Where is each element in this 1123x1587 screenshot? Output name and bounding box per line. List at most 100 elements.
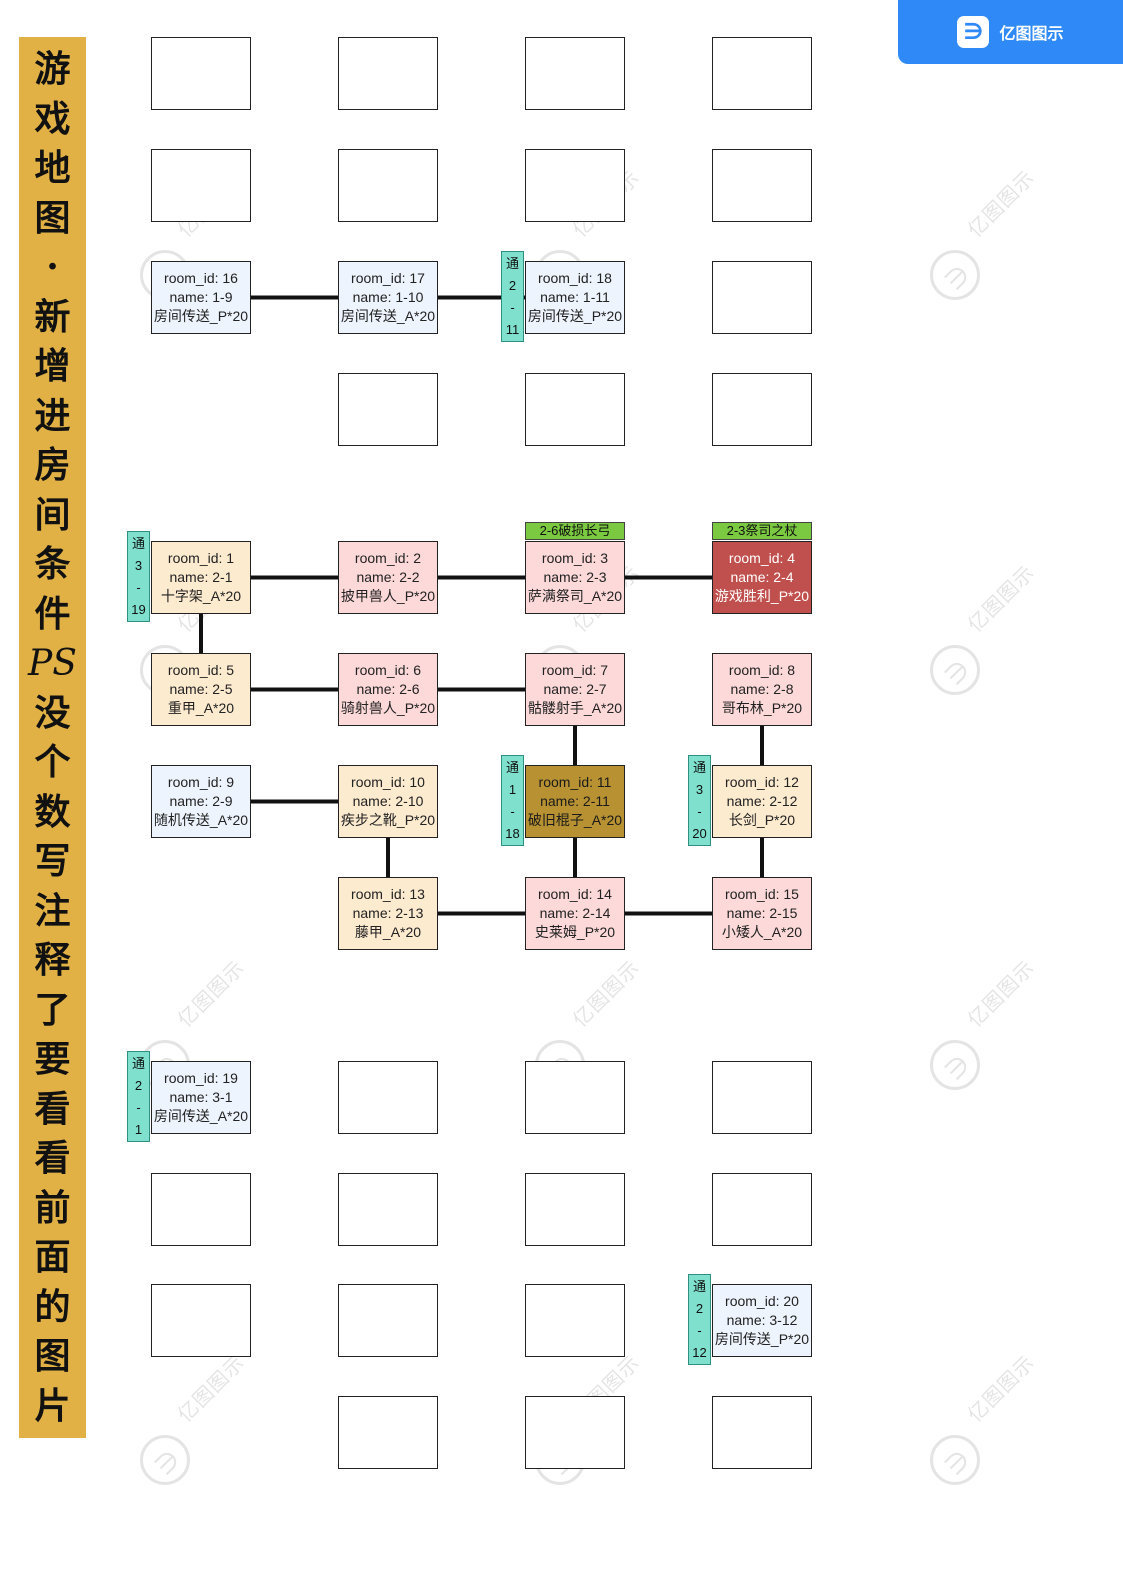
room-id-label: room_id: 6 [354,662,422,678]
empty-room[interactable] [338,1284,438,1357]
room-name-label: name: 2-13 [352,905,424,921]
passage-char: 3 [134,558,143,573]
room-id-label: room_id: 20 [725,1293,799,1309]
room-id-label: room_id: 11 [538,774,612,790]
title-char: 的 [34,1285,71,1328]
room-content-label: 重甲_A*20 [167,700,235,716]
passage-char: 3 [695,782,704,797]
room-name-label: name: 2-12 [726,793,798,809]
room-id-label: room_id: 17 [351,270,425,286]
title-char: 面 [34,1236,71,1278]
passage-char: - [136,580,141,595]
empty-room[interactable] [712,149,812,222]
empty-room[interactable] [151,1173,251,1246]
empty-room[interactable] [151,1284,251,1357]
room-id-label: room_id: 19 [164,1070,238,1086]
empty-room[interactable] [712,1061,812,1134]
title-char: 游 [34,48,71,90]
room-content-label: 哥布林_P*20 [721,700,803,716]
empty-room[interactable] [712,261,812,334]
empty-room[interactable] [712,37,812,110]
room-content-label: 游戏胜利_P*20 [714,588,810,604]
empty-room[interactable] [525,1173,625,1246]
empty-room[interactable] [525,149,625,222]
passage-char: - [510,300,515,315]
title-char: 前 [34,1186,71,1229]
title-char: 注 [34,889,71,932]
room-content-label: 小矮人_A*20 [721,924,803,940]
title-char: 图 [34,1335,71,1377]
edraw-logo[interactable]: ∋ 亿图图示 [898,0,1123,64]
room-id-label: room_id: 8 [728,662,796,678]
title-char: 房 [34,444,71,486]
title-char: 条 [34,543,71,585]
empty-room[interactable] [151,37,251,110]
empty-room[interactable] [525,1396,625,1469]
empty-room[interactable] [525,1061,625,1134]
empty-room[interactable] [525,37,625,110]
empty-room[interactable] [338,1396,438,1469]
title-char: 图 [34,196,71,239]
item-tag: 2-3祭司之杖 [712,522,812,540]
empty-room[interactable] [712,1396,812,1469]
item-tag: 2-6破损长弓 [525,522,625,540]
passage-char: 2 [508,278,517,293]
title-char: 个 [34,741,71,783]
room-11[interactable]: room_id: 11 name: 2-11 破旧棍子_A*20 [525,765,625,838]
empty-room[interactable] [338,373,438,446]
room-name-label: name: 2-1 [169,569,233,585]
empty-room[interactable] [151,149,251,222]
room-content-label: 破旧棍子_A*20 [527,812,623,828]
room-id-label: room_id: 15 [725,886,799,902]
empty-room[interactable] [338,1173,438,1246]
empty-room[interactable] [712,1173,812,1246]
empty-room[interactable] [338,1061,438,1134]
passage-char: 19 [131,602,146,617]
room-id-label: room_id: 7 [541,662,609,678]
passage-marker[interactable]: 通 2 - 11 [501,251,524,342]
title-char: 戏 [34,97,71,140]
title-char: PS [28,643,77,684]
empty-room[interactable] [338,37,438,110]
room-content-label: 十字架_A*20 [160,588,242,604]
room-id-label: room_id: 9 [167,774,235,790]
passage-char: 通 [131,536,145,551]
passage-char: 通 [505,256,519,271]
room-id-label: room_id: 14 [538,886,612,902]
title-char: 进 [34,394,71,437]
room-content-label: 房间传送_A*20 [153,1108,249,1124]
room-id-label: room_id: 12 [725,774,799,790]
empty-room[interactable] [712,373,812,446]
passage-char: 20 [692,826,707,841]
passage-marker[interactable]: 通 3 - 19 [127,531,150,622]
empty-room[interactable] [525,373,625,446]
empty-room[interactable] [338,149,438,222]
room-id-label: room_id: 3 [541,550,609,566]
empty-room[interactable] [525,1284,625,1357]
passage-char: 11 [505,322,520,337]
room-name-label: name: 2-11 [540,793,610,809]
